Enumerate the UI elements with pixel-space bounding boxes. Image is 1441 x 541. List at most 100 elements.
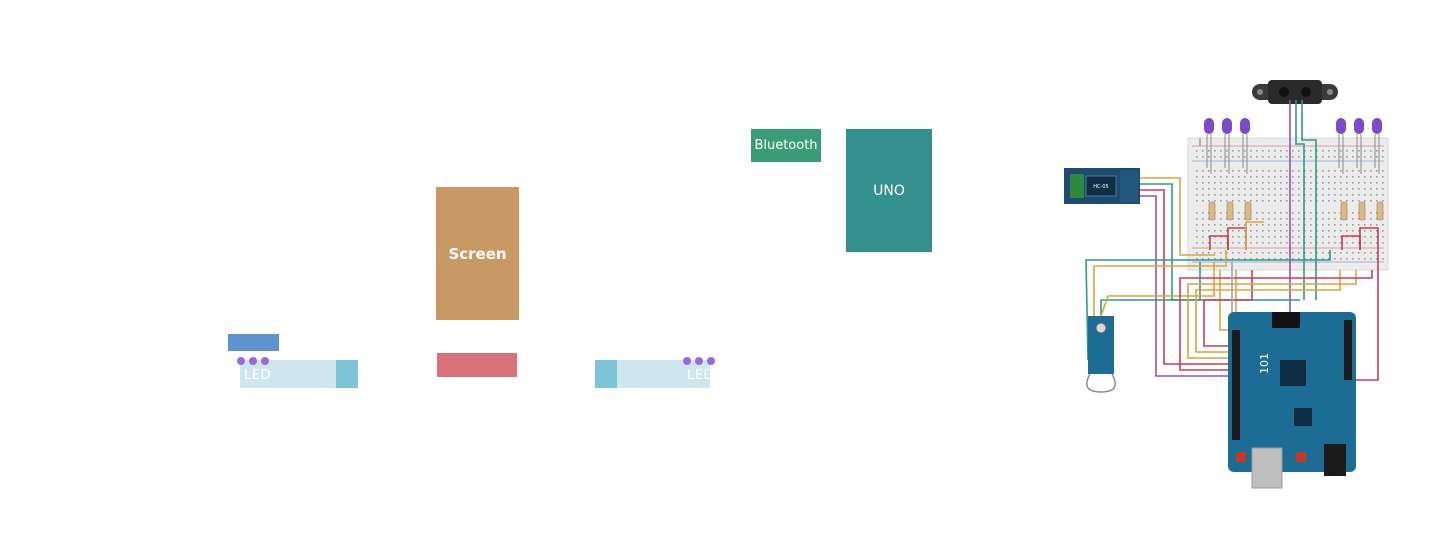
breadboard-hole <box>1232 156 1234 158</box>
breadboard-hole <box>1286 150 1288 152</box>
breadboard-hole <box>1196 218 1198 220</box>
breadboard-hole <box>1262 182 1264 184</box>
breadboard-hole <box>1292 176 1294 178</box>
breadboard-hole <box>1238 188 1240 190</box>
breadboard-hole <box>1322 156 1324 158</box>
arduino-101-board[interactable]: 101 <box>1228 312 1356 489</box>
breadboard-hole <box>1244 258 1246 260</box>
breadboard-hole <box>1262 156 1264 158</box>
sound-sensor[interactable] <box>1086 316 1116 393</box>
uno-block[interactable]: UNO <box>846 129 932 252</box>
breadboard-hole <box>1376 194 1378 196</box>
breadboard-hole <box>1298 212 1300 214</box>
led-strip-right[interactable]: LED <box>595 357 715 388</box>
breadboard-hole <box>1328 230 1330 232</box>
breadboard-hole <box>1292 194 1294 196</box>
breadboard-hole <box>1370 156 1372 158</box>
resistors-group <box>1208 201 1384 221</box>
breadboard-hole <box>1352 194 1354 196</box>
breadboard-hole <box>1310 188 1312 190</box>
breadboard-hole <box>1274 200 1276 202</box>
breadboard-hole <box>1352 224 1354 226</box>
uno-label: UNO <box>873 182 905 199</box>
breadboard-hole <box>1334 252 1336 254</box>
breadboard-hole <box>1244 242 1246 244</box>
breadboard-hole <box>1286 252 1288 254</box>
breadboard-hole <box>1298 156 1300 158</box>
breadboard-hole <box>1280 170 1282 172</box>
breadboard-hole <box>1364 242 1366 244</box>
breadboard-hole <box>1214 182 1216 184</box>
breadboard-hole <box>1328 258 1330 260</box>
breadboard-hole <box>1352 170 1354 172</box>
breadboard-hole <box>1262 218 1264 220</box>
breadboard-hole <box>1208 170 1210 172</box>
breadboard-hole <box>1328 212 1330 214</box>
breadboard-hole <box>1232 242 1234 244</box>
breadboard-hole <box>1238 156 1240 158</box>
breadboard-hole <box>1340 200 1342 202</box>
breadboard-hole <box>1196 188 1198 190</box>
led-strip-left[interactable]: LED <box>237 357 358 388</box>
breadboard-hole <box>1238 170 1240 172</box>
breadboard-hole <box>1280 224 1282 226</box>
breadboard-hole <box>1256 200 1258 202</box>
breadboard-hole <box>1244 230 1246 232</box>
breadboard-hole <box>1232 224 1234 226</box>
breadboard-hole <box>1232 194 1234 196</box>
breadboard-hole <box>1358 156 1360 158</box>
led-pin[interactable] <box>237 357 245 365</box>
bluetooth-block[interactable]: Bluetooth <box>751 129 821 162</box>
breadboard-hole <box>1274 212 1276 214</box>
wire <box>1085 250 1331 361</box>
breadboard-hole <box>1256 194 1258 196</box>
breadboard-hole <box>1322 218 1324 220</box>
led-pin[interactable] <box>707 357 715 365</box>
breadboard-hole <box>1328 224 1330 226</box>
breadboard-hole <box>1250 188 1252 190</box>
breadboard-hole <box>1364 200 1366 202</box>
breadboard-hole <box>1322 176 1324 178</box>
breadboard-hole <box>1244 194 1246 196</box>
breadboard-hole <box>1328 156 1330 158</box>
breadboard-hole <box>1310 258 1312 260</box>
breadboard-hole <box>1232 176 1234 178</box>
screen-block[interactable]: Screen <box>436 187 519 320</box>
breadboard-hole <box>1382 258 1384 260</box>
breadboard-hole <box>1262 176 1264 178</box>
distance-sensor[interactable] <box>1252 80 1338 104</box>
breadboard-hole <box>1208 150 1210 152</box>
breadboard-hole <box>1310 218 1312 220</box>
breadboard-hole <box>1364 156 1366 158</box>
breadboard-hole <box>1358 224 1360 226</box>
breadboard-hole <box>1274 156 1276 158</box>
breadboard-hole <box>1244 170 1246 172</box>
led-pin[interactable] <box>261 357 269 365</box>
breadboard-hole <box>1238 212 1240 214</box>
breadboard-hole <box>1370 224 1372 226</box>
breadboard[interactable] <box>1187 137 1389 271</box>
bluetooth-module[interactable]: HC-05 <box>1064 168 1140 204</box>
wire <box>1301 100 1317 300</box>
breadboard-hole <box>1376 252 1378 254</box>
breadboard-hole <box>1208 230 1210 232</box>
breadboard-hole <box>1286 224 1288 226</box>
blue-component-block[interactable] <box>228 334 279 351</box>
breadboard-hole <box>1196 200 1198 202</box>
led-pin[interactable] <box>695 357 703 365</box>
led-pin[interactable] <box>249 357 257 365</box>
breadboard-hole <box>1334 194 1336 196</box>
breadboard-hole <box>1382 230 1384 232</box>
breadboard-hole <box>1382 236 1384 238</box>
breadboard-hole <box>1298 170 1300 172</box>
breadboard-hole <box>1328 242 1330 244</box>
breadboard-hole <box>1286 194 1288 196</box>
breadboard-hole <box>1202 212 1204 214</box>
red-component-block[interactable] <box>437 353 517 377</box>
breadboard-hole <box>1346 188 1348 190</box>
breadboard-hole <box>1340 252 1342 254</box>
breadboard-hole <box>1292 156 1294 158</box>
breadboard-hole <box>1334 176 1336 178</box>
breadboard-hole <box>1250 224 1252 226</box>
led-pin[interactable] <box>683 357 691 365</box>
